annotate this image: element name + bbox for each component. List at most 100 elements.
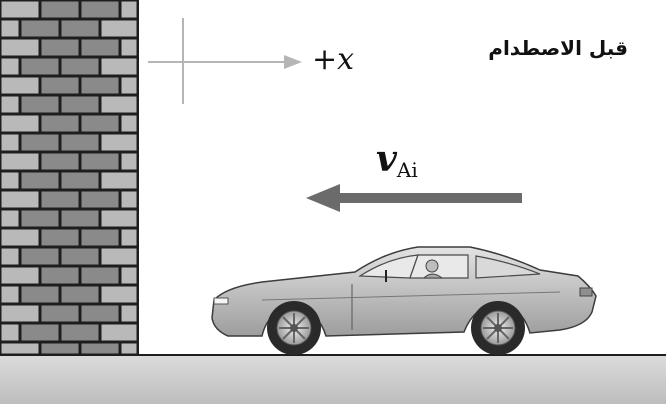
brick [81, 39, 119, 56]
brick [81, 1, 119, 18]
brick [41, 305, 79, 322]
brick [81, 343, 119, 354]
brick [121, 343, 137, 354]
brick [121, 115, 137, 132]
brick-wall [0, 0, 139, 355]
brick [81, 305, 119, 322]
brick [41, 267, 79, 284]
velocity-arrow-shaft [330, 193, 522, 203]
brick [1, 96, 19, 113]
velocity-arrow [306, 184, 522, 212]
brick [81, 115, 119, 132]
brick [121, 39, 137, 56]
brick [121, 77, 137, 94]
brick [61, 96, 99, 113]
brick [81, 191, 119, 208]
brick [21, 248, 59, 265]
brick [21, 210, 59, 227]
brick [1, 1, 39, 18]
brick [1, 305, 39, 322]
brick [121, 305, 137, 322]
title-before-collision: قبل الاصطدام [488, 36, 628, 60]
x-axis [148, 18, 302, 104]
brick [1, 39, 39, 56]
brick [61, 248, 99, 265]
brick [101, 324, 137, 341]
brick [1, 77, 39, 94]
brick [101, 96, 137, 113]
brick [1, 267, 39, 284]
brick [1, 172, 19, 189]
brick [121, 153, 137, 170]
brick [81, 229, 119, 246]
brick [1, 134, 19, 151]
brick [1, 286, 19, 303]
ground [0, 355, 666, 404]
brick [1, 153, 39, 170]
brick [1, 58, 19, 75]
car-side-trim [261, 291, 561, 301]
axis-label: +x [312, 42, 355, 77]
brick [21, 172, 59, 189]
brick [61, 134, 99, 151]
brick [121, 191, 137, 208]
velocity-arrow-head [306, 184, 340, 212]
brick [41, 191, 79, 208]
brick [1, 229, 39, 246]
brick [21, 286, 59, 303]
brick [1, 324, 19, 341]
brick [61, 210, 99, 227]
brick [41, 1, 79, 18]
car-headlight [213, 297, 229, 305]
car-side-window [409, 254, 469, 279]
driver-head [425, 259, 439, 273]
brick [61, 58, 99, 75]
brick [21, 20, 59, 37]
brick [101, 210, 137, 227]
brick [101, 248, 137, 265]
brick [81, 77, 119, 94]
brick [81, 267, 119, 284]
brick [41, 153, 79, 170]
brick [121, 1, 137, 18]
brick [41, 343, 79, 354]
velocity-label: vAi [376, 138, 418, 182]
brick [41, 77, 79, 94]
brick [1, 248, 19, 265]
brick [101, 20, 137, 37]
brick [61, 172, 99, 189]
velocity-subscript: Ai [396, 158, 418, 182]
brick [1, 191, 39, 208]
brick [81, 153, 119, 170]
brick [1, 343, 39, 354]
brick [101, 134, 137, 151]
brick [121, 267, 137, 284]
brick [1, 115, 39, 132]
car-rear-window [475, 255, 541, 279]
brick [121, 229, 137, 246]
brick [21, 134, 59, 151]
car-taillight [579, 287, 593, 297]
front-wheel [267, 301, 321, 355]
driver-body [422, 273, 444, 279]
brick [101, 58, 137, 75]
brick [21, 58, 59, 75]
brick [1, 20, 19, 37]
brick [41, 39, 79, 56]
brick [41, 229, 79, 246]
rear-wheel [471, 301, 525, 355]
brick [61, 324, 99, 341]
axis-arrowhead [284, 55, 302, 69]
brick [21, 324, 59, 341]
brick [21, 96, 59, 113]
brick [41, 115, 79, 132]
car [211, 246, 597, 355]
brick [61, 20, 99, 37]
brick [101, 172, 137, 189]
brick [61, 286, 99, 303]
velocity-symbol: v [376, 138, 397, 180]
brick [1, 210, 19, 227]
brick [101, 286, 137, 303]
